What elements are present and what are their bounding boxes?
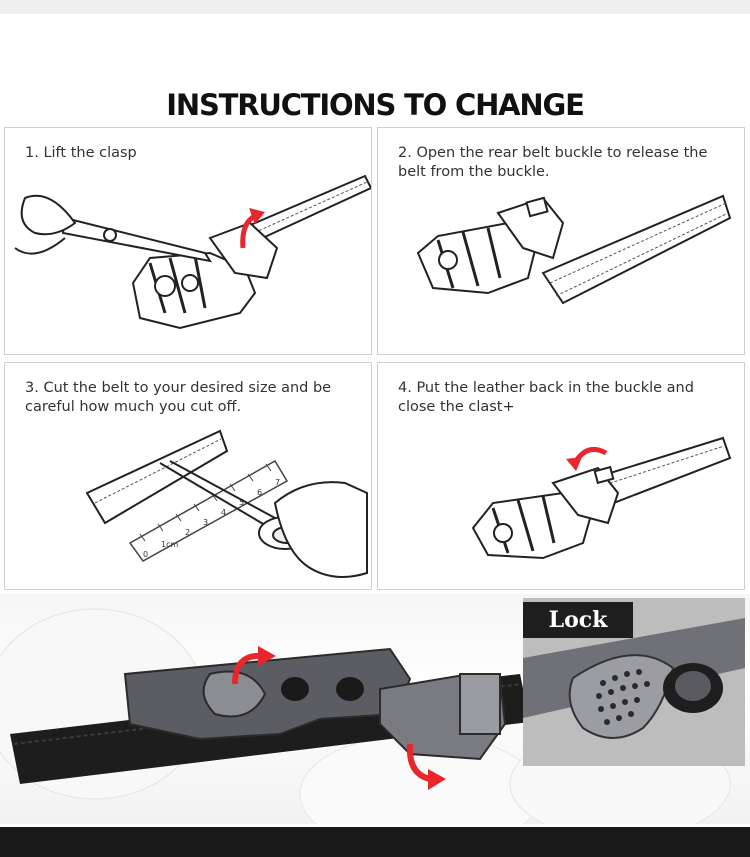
step-3-text: 3. Cut the belt to your desired size and… (25, 380, 332, 415)
ruler-label: 5 (239, 498, 244, 507)
ruler-label: 2 (185, 528, 190, 537)
lock-detail-inset: Lock (523, 598, 745, 766)
ruler-label: 1cm (161, 540, 178, 549)
buckle-graphic (123, 647, 507, 761)
lift-arrow-icon (232, 652, 263, 685)
step-2-text: 2. Open the rear belt buckle to release … (398, 145, 708, 180)
top-banner-strip (0, 0, 750, 14)
step-1-panel: 1. Lift the clasp (4, 127, 372, 355)
step-4-illustration (471, 436, 732, 560)
step-3-illustration: 0 1cm 2 3 4 5 6 7 (85, 429, 368, 578)
hand-graphic (273, 481, 368, 578)
buckle-graphic (131, 221, 279, 330)
ruler-label: 7 (275, 478, 280, 487)
pliers-graphic (14, 194, 213, 263)
buckle-graphic (471, 465, 620, 560)
ruler-graphic: 0 1cm 2 3 4 5 6 7 (128, 459, 289, 562)
step-4-panel: 4. Put the leather back in the buckle an… (377, 362, 745, 590)
step-2-panel: 2. Open the rear belt buckle to release … (377, 127, 745, 355)
step-1-text: 1. Lift the clasp (25, 145, 137, 161)
step-1-illustration (14, 174, 371, 330)
ruler-label: 0 (143, 550, 148, 559)
ruler-label: 6 (257, 488, 262, 497)
bottom-bar (0, 827, 750, 857)
ruler-label: 4 (221, 508, 226, 517)
page-title: INSTRUCTIONS TO CHANGE (166, 88, 585, 122)
release-arrow-icon (406, 743, 431, 782)
ruler-label: 3 (203, 518, 208, 527)
step-3-panel: 3. Cut the belt to your desired size and… (4, 362, 372, 590)
step-2-illustration (416, 194, 732, 305)
buckle-graphic (416, 196, 565, 295)
lock-label: Lock (523, 602, 633, 638)
step-4-text: 4. Put the leather back in the buckle an… (398, 380, 694, 415)
